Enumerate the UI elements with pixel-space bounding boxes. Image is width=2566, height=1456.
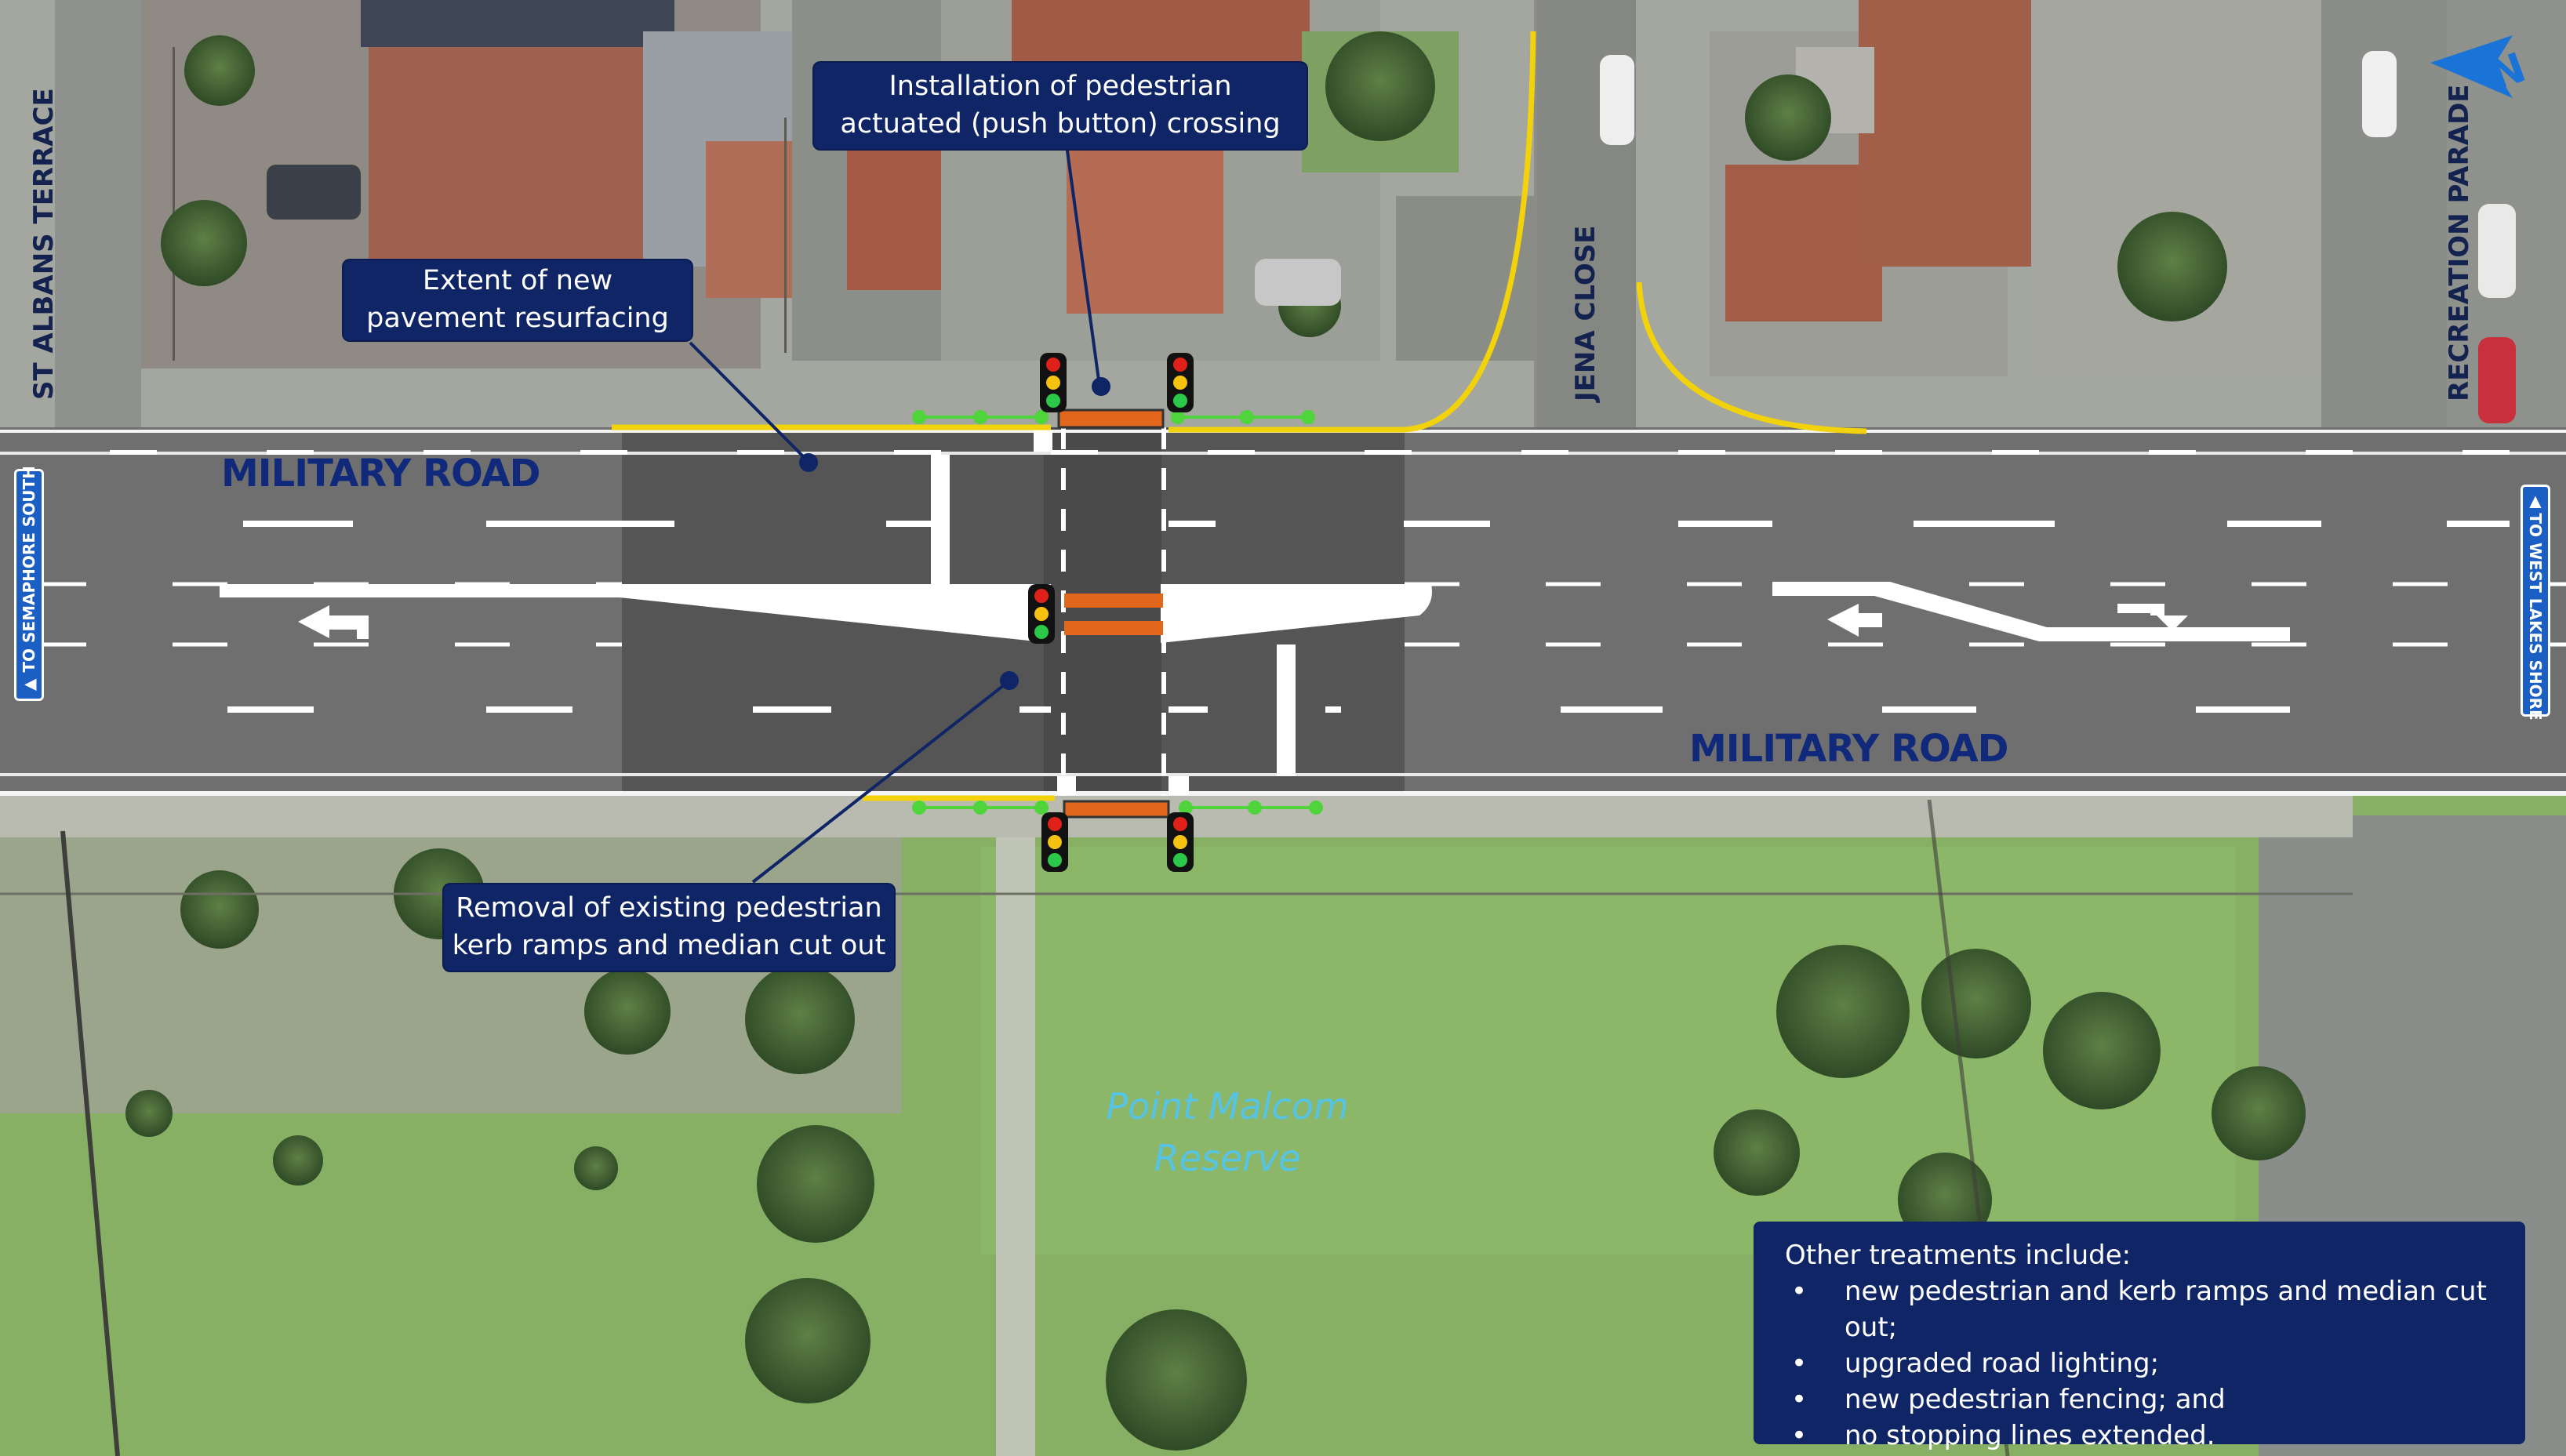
to-west-lakes-shore-sign: ▲ TO WEST LAKES SHORE bbox=[2521, 485, 2550, 721]
callout-removal-line-2: kerb ramps and median cut out bbox=[452, 930, 886, 961]
military-road-label-west: MILITARY ROAD bbox=[221, 452, 541, 496]
reserve-label-line-2: Reserve bbox=[1154, 1137, 1301, 1179]
callout-removal: Removal of existing pedestrian kerb ramp… bbox=[444, 884, 894, 971]
north-arrow-icon: N bbox=[2426, 31, 2536, 102]
other-treatments-item: no stopping lines extended. bbox=[1785, 1418, 2506, 1454]
callout-pedestrian-crossing-line-1: Installation of pedestrian bbox=[889, 71, 1232, 102]
other-treatments-heading: Other treatments include: bbox=[1785, 1240, 2132, 1271]
point-malcom-reserve-label: Point Malcom Reserve bbox=[1067, 1080, 1388, 1184]
signal-north-west bbox=[1040, 353, 1067, 412]
turn-arrow-east bbox=[1827, 604, 2188, 637]
arrow-up-icon: ▲ bbox=[2529, 491, 2542, 510]
crossing-pads bbox=[1057, 408, 1170, 819]
other-treatments-list: new pedestrian and kerb ramps and median… bbox=[1785, 1273, 2506, 1454]
callout-pedestrian-crossing: Installation of pedestrian actuated (pus… bbox=[814, 63, 1307, 149]
to-semaphore-south-text: TO SEMAPHORE SOUTH bbox=[20, 466, 38, 673]
to-semaphore-south-sign: ▲ TO SEMAPHORE SOUTH bbox=[14, 466, 44, 701]
military-road-label-east: MILITARY ROAD bbox=[1689, 727, 2009, 771]
arrow-up-icon: ▲ bbox=[20, 678, 38, 691]
crosswalk-lines bbox=[1061, 427, 1166, 796]
recreation-parade-label: RECREATION PARADE bbox=[2444, 84, 2475, 401]
reserve-label-line-1: Point Malcom bbox=[1106, 1085, 1349, 1127]
no-stopping-lines bbox=[612, 31, 1867, 801]
to-west-lakes-shore-text: TO WEST LAKES SHORE bbox=[2526, 513, 2545, 721]
pedestrian-fencing bbox=[912, 410, 1323, 815]
median-island-west bbox=[220, 584, 1051, 643]
other-treatments-item: new pedestrian fencing; and bbox=[1785, 1382, 2506, 1418]
signal-median bbox=[1028, 584, 1055, 644]
callout-removal-line-1: Removal of existing pedestrian bbox=[456, 892, 882, 924]
callout-pedestrian-crossing-line-2: actuated (push button) crossing bbox=[840, 108, 1281, 140]
other-treatments-item: upgraded road lighting; bbox=[1785, 1345, 2506, 1382]
callout-resurfacing: Extent of new pavement resurfacing bbox=[343, 260, 692, 340]
other-treatments-panel: Other treatments include: new pedestrian… bbox=[1754, 1222, 2525, 1454]
callout-leader-lines bbox=[689, 144, 1110, 884]
jena-close-label: JENA CLOSE bbox=[1570, 225, 1601, 401]
signal-south-east bbox=[1167, 812, 1194, 872]
callout-resurfacing-line-2: pavement resurfacing bbox=[366, 303, 669, 334]
signal-north-east bbox=[1167, 353, 1194, 412]
turn-arrow-west bbox=[298, 605, 369, 639]
signal-south-west bbox=[1041, 812, 1068, 872]
median-island-east bbox=[1161, 584, 1432, 643]
callout-resurfacing-line-1: Extent of new bbox=[422, 265, 613, 296]
military-road-carriageway bbox=[0, 427, 2566, 796]
st-albans-terrace-label: ST ALBANS TERRACE bbox=[28, 88, 60, 400]
north-arrow-shape bbox=[2430, 35, 2513, 98]
other-treatments-item: new pedestrian and kerb ramps and median… bbox=[1785, 1273, 2506, 1345]
